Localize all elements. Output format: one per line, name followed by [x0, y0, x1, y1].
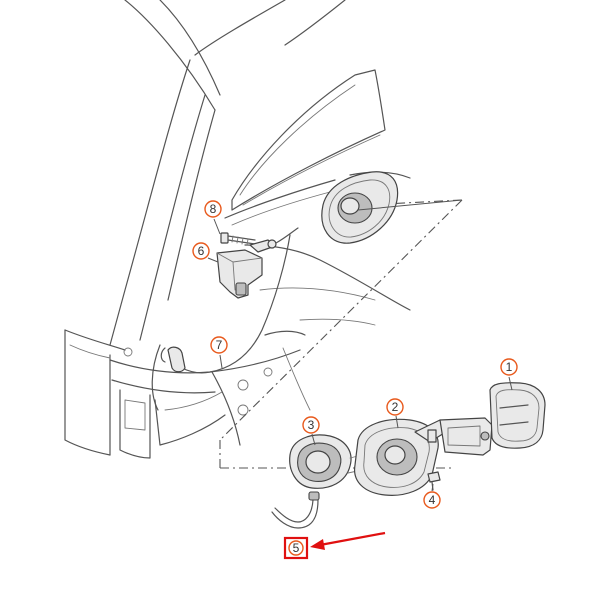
callout-8: 8 — [204, 200, 222, 218]
highlight-arrow — [310, 531, 386, 550]
callout-2: 2 — [386, 398, 404, 416]
part-2-filler-housing — [354, 418, 453, 496]
part-6-actuator — [216, 227, 299, 299]
leader-lines — [207, 218, 513, 492]
callout-7: 7 — [210, 336, 228, 354]
part-8-screw — [220, 232, 256, 246]
filler-housing-upper — [321, 171, 463, 244]
flap-hinge-arm — [439, 417, 493, 456]
svg-text:1: 1 — [506, 360, 513, 374]
svg-text:2: 2 — [392, 400, 399, 414]
part-3-filler-neck-ring — [289, 434, 363, 489]
callout-6: 6 — [192, 242, 210, 260]
callout-3: 3 — [302, 416, 320, 434]
svg-text:5: 5 — [293, 541, 300, 555]
callout-1: 1 — [500, 358, 518, 376]
svg-text:8: 8 — [210, 202, 217, 216]
part-7-cable — [160, 234, 291, 374]
part-1-filler-flap — [489, 382, 546, 449]
svg-text:7: 7 — [216, 338, 223, 352]
svg-text:4: 4 — [429, 493, 436, 507]
svg-text:6: 6 — [198, 244, 205, 258]
svg-text:3: 3 — [308, 418, 315, 432]
part-5-drain-hose — [271, 491, 320, 529]
callout-4: 4 — [423, 491, 441, 509]
part-4-screw — [427, 471, 441, 491]
callout-5-highlighted: 5 — [283, 536, 309, 560]
